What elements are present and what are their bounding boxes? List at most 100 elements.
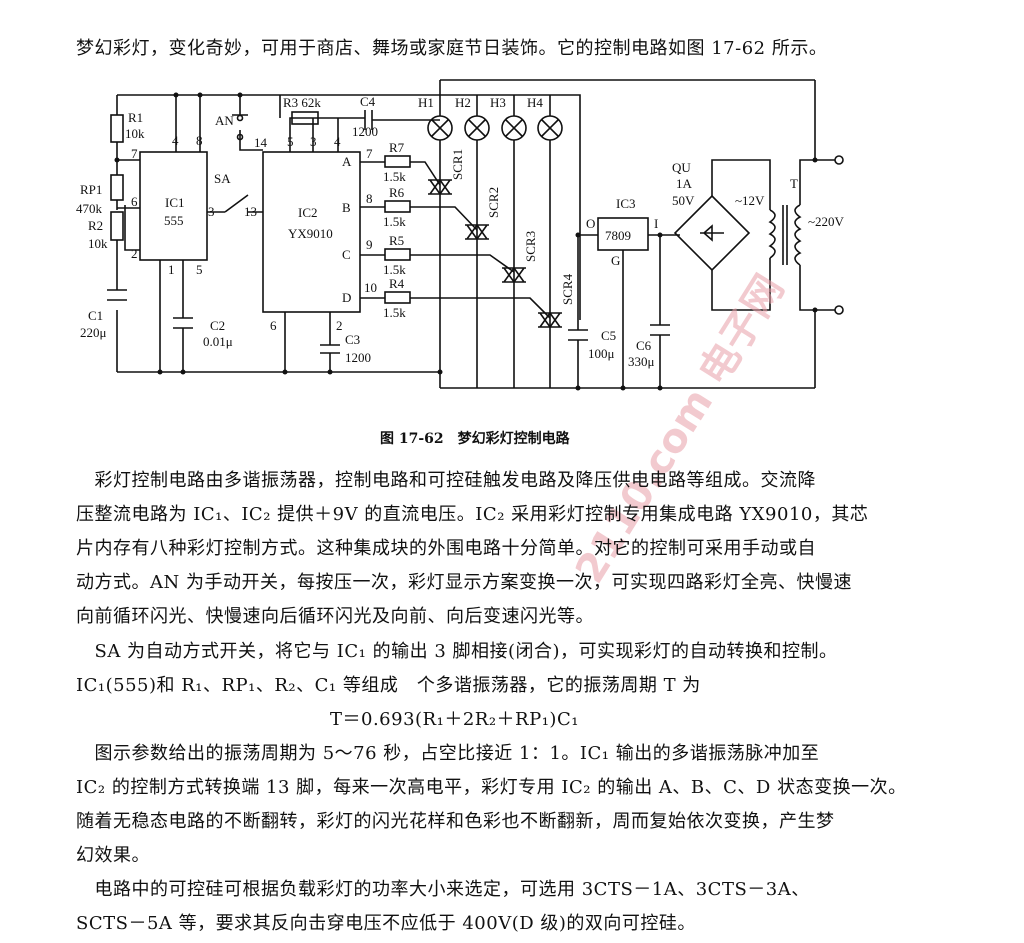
pin-label: 6 bbox=[131, 194, 138, 209]
ic2-box bbox=[262, 151, 361, 313]
paragraph-line: 图示参数给出的振荡周期为 5～76 秒，占空比接近 1：1。IC₁ 输出的多谐振… bbox=[76, 743, 820, 764]
pin-label: 3 bbox=[208, 204, 215, 219]
label-rp1-value: 470k bbox=[76, 201, 103, 216]
label-out-d: D bbox=[342, 290, 351, 305]
pin-label: 4 bbox=[172, 133, 179, 148]
pin-label: 4 bbox=[334, 134, 341, 149]
label-out-b: B bbox=[342, 200, 351, 215]
paragraph-line: SCTS－5A 等，要求其反向击穿电压不应低于 400V(D 级)的双向可控硅。 bbox=[76, 913, 696, 934]
paragraph-line: 幻效果。 bbox=[76, 845, 150, 866]
c2-capacitor bbox=[173, 317, 193, 329]
label-ic1: IC1 bbox=[165, 195, 185, 210]
paragraph-line: 压整流电路为 IC₁、IC₂ 提供＋9V 的直流电压。IC₂ 采用彩灯控制专用集… bbox=[76, 504, 869, 525]
label-qu: QU bbox=[672, 160, 691, 175]
label-r3: R3 62k bbox=[283, 95, 321, 110]
label-c4: C4 bbox=[360, 94, 376, 109]
label-an: AN bbox=[215, 113, 234, 128]
label-r6-value: 1.5k bbox=[383, 214, 406, 229]
label-r6: R6 bbox=[389, 185, 405, 200]
paragraph-line: 片内存有八种彩灯控制方式。这种集成块的外围电路十分简单。对它的控制可采用手动或自 bbox=[76, 538, 816, 559]
pin-label: 5 bbox=[287, 134, 294, 149]
label-scr4: SCR4 bbox=[560, 273, 575, 305]
label-sa: SA bbox=[214, 171, 231, 186]
label-c4-value: 1200 bbox=[352, 124, 378, 139]
circuit-diagram: R1 10k RP1 470k R2 10k C1 220μ C2 0.01μ … bbox=[76, 79, 845, 391]
label-h4: H4 bbox=[527, 95, 543, 110]
rp1-potentiometer bbox=[110, 174, 124, 201]
pin-label: 5 bbox=[196, 262, 203, 277]
pin-label: 13 bbox=[244, 204, 257, 219]
label-scr3: SCR3 bbox=[523, 231, 538, 262]
label-ic1-type: 555 bbox=[164, 213, 184, 228]
paragraph-line: 向前循环闪光、快慢速向后循环闪光及向前、向后变速闪光等。 bbox=[76, 606, 594, 627]
r2-resistor bbox=[110, 211, 124, 241]
pin-label: 7 bbox=[131, 146, 138, 161]
label-c2: C2 bbox=[210, 318, 225, 333]
paragraph-line: 彩灯控制电路由多谐振荡器，控制电路和可控硅触发电路及降压供电电路等组成。交流降 bbox=[76, 470, 816, 491]
bridge-rectifier bbox=[673, 194, 751, 272]
pin-label: 8 bbox=[196, 133, 203, 148]
triacs bbox=[428, 178, 562, 329]
label-c3: C3 bbox=[345, 332, 360, 347]
paragraph-line: 电路中的可控硅可根据负载彩灯的功率大小来选定，可选用 3CTS－1A、3CTS－… bbox=[76, 879, 810, 900]
label-r7-value: 1.5k bbox=[383, 169, 406, 184]
intro-text: 梦幻彩灯，变化奇妙，可用于商店、舞场或家庭节日装饰。它的控制电路如图 17-62… bbox=[76, 38, 828, 59]
label-out-a: A bbox=[342, 154, 352, 169]
pin-label: 14 bbox=[254, 135, 268, 150]
label-220v: ~220V bbox=[808, 214, 845, 229]
transformer bbox=[768, 80, 835, 388]
label-r4: R4 bbox=[389, 276, 405, 291]
pin-label: 3 bbox=[310, 134, 317, 149]
output-wiring bbox=[360, 161, 551, 319]
r1-resistor bbox=[110, 114, 124, 143]
paragraph-line: 动方式。AN 为手动开关，每按压一次，彩灯显示方案变换一次，可实现四路彩灯全亮、… bbox=[76, 572, 852, 593]
label-c3-value: 1200 bbox=[345, 350, 371, 365]
label-qu-current: 1A bbox=[676, 176, 693, 191]
label-c1: C1 bbox=[88, 308, 103, 323]
pin-label: 2 bbox=[131, 246, 138, 261]
label-h2: H2 bbox=[455, 95, 471, 110]
label-qu-voltage: 50V bbox=[672, 193, 695, 208]
lamp-wiring bbox=[439, 80, 551, 388]
label-ic3-i: I bbox=[654, 216, 658, 231]
label-ic2: IC2 bbox=[298, 205, 318, 220]
label-r7: R7 bbox=[389, 140, 405, 155]
label-r5-value: 1.5k bbox=[383, 262, 406, 277]
lamps bbox=[427, 115, 563, 141]
label-h3: H3 bbox=[490, 95, 506, 110]
label-r1: R1 bbox=[128, 110, 143, 125]
label-out-c: C bbox=[342, 247, 351, 262]
label-scr2: SCR2 bbox=[486, 187, 501, 218]
label-12v: ~12V bbox=[735, 193, 765, 208]
label-rp1: RP1 bbox=[80, 182, 102, 197]
c1-capacitor bbox=[107, 289, 127, 301]
ic1-box bbox=[139, 151, 208, 261]
label-c1-value: 220μ bbox=[80, 325, 107, 340]
r3-resistor bbox=[291, 111, 319, 125]
label-scr1: SCR1 bbox=[450, 149, 465, 180]
label-r2-value: 10k bbox=[88, 236, 108, 251]
label-ic3-o: O bbox=[586, 216, 595, 231]
label-r4-value: 1.5k bbox=[383, 305, 406, 320]
label-ic3: IC3 bbox=[616, 196, 636, 211]
pin-label: 1 bbox=[168, 262, 175, 277]
pin-label: 8 bbox=[366, 191, 373, 206]
pin-label: 9 bbox=[366, 237, 373, 252]
top-rail bbox=[117, 79, 815, 389]
label-r5: R5 bbox=[389, 233, 404, 248]
paragraph-line: 随着无稳态电路的不断翻转，彩灯的闪光花样和色彩也不断翻新，周而复始依次变换，产生… bbox=[76, 811, 835, 832]
label-ic2-type: YX9010 bbox=[288, 226, 333, 241]
label-h1: H1 bbox=[418, 95, 434, 110]
paragraph-line: IC₁(555)和 R₁、RP₁、R₂、C₁ 等组成 个多谐振荡器，它的振荡周期… bbox=[76, 675, 701, 696]
label-transformer: T bbox=[790, 176, 798, 191]
label-c5-value: 100μ bbox=[588, 346, 615, 361]
figure-caption: 图 17-62 梦幻彩灯控制电路 bbox=[380, 431, 570, 447]
label-ic3-type: 7809 bbox=[605, 228, 631, 243]
label-c6-value: 330μ bbox=[628, 354, 655, 369]
pin-label: 10 bbox=[364, 280, 377, 295]
ic2-wiring bbox=[279, 95, 440, 372]
paragraph-line: IC₂ 的控制方式转换端 13 脚，每来一次高电平，彩灯专用 IC₂ 的输出 A… bbox=[76, 777, 907, 798]
label-c5: C5 bbox=[601, 328, 616, 343]
label-ic3-g: G bbox=[611, 253, 620, 268]
pin-label: 2 bbox=[336, 318, 343, 333]
